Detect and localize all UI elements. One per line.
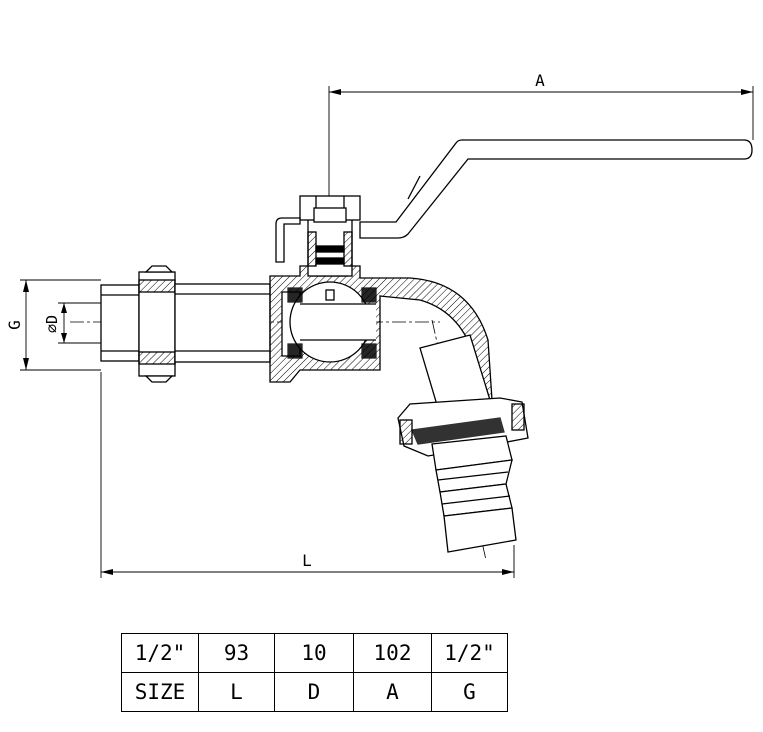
table-header-cell: L bbox=[198, 672, 275, 712]
table-cell: 10 bbox=[274, 633, 354, 673]
outlet-nozzle bbox=[397, 334, 529, 553]
table-row: 1/2" 93 10 102 1/2" bbox=[121, 633, 508, 673]
table-cell: 93 bbox=[198, 633, 275, 673]
valve-body bbox=[269, 265, 493, 401]
dimension-a-label: A bbox=[535, 71, 545, 90]
spec-table: 1/2" 93 10 102 1/2" SIZE L D A G bbox=[121, 633, 508, 712]
dimension-a bbox=[328, 86, 754, 196]
table-cell: 1/2" bbox=[431, 633, 508, 673]
dimension-d bbox=[58, 302, 101, 344]
inlet-section bbox=[100, 265, 271, 383]
table-header-cell: A bbox=[353, 672, 432, 712]
valve-drawing: A L G ⌀D bbox=[5, 71, 754, 578]
table-header-cell: SIZE bbox=[121, 672, 199, 712]
dimension-g bbox=[20, 279, 101, 371]
dimension-d-label: ⌀D bbox=[43, 315, 61, 333]
lever-handle bbox=[275, 139, 753, 263]
dimension-g-label: G bbox=[5, 320, 24, 330]
table-cell: 1/2" bbox=[121, 633, 199, 673]
table-cell: 102 bbox=[353, 633, 432, 673]
table-header-cell: G bbox=[431, 672, 508, 712]
dimension-l bbox=[100, 372, 515, 578]
stem-assembly bbox=[299, 195, 361, 277]
table-row: SIZE L D A G bbox=[121, 672, 508, 712]
table-header-cell: D bbox=[274, 672, 354, 712]
dimension-l-label: L bbox=[302, 551, 312, 570]
